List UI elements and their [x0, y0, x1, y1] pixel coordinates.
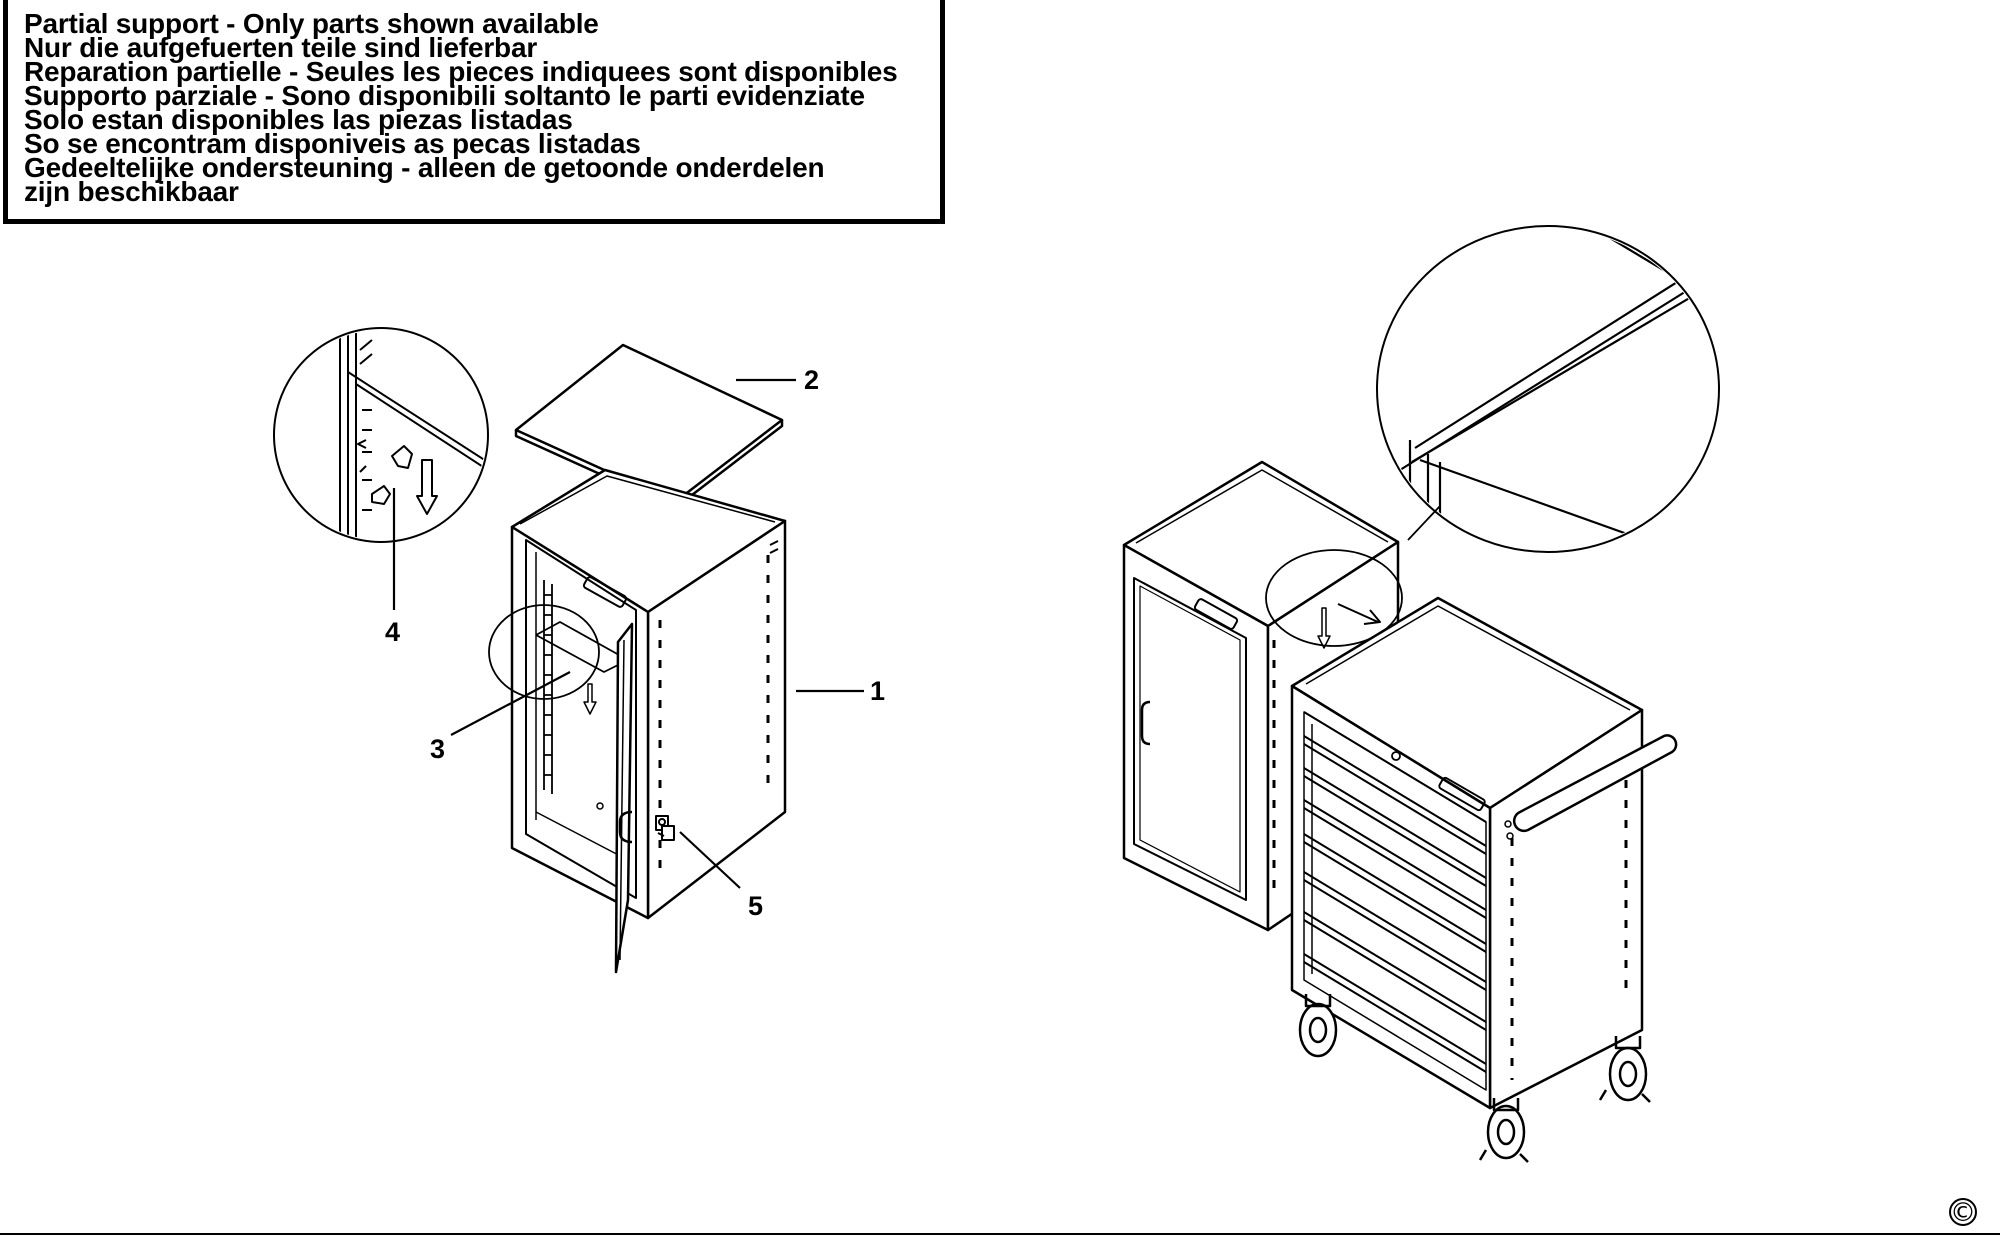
- callout-part-5: 5: [748, 891, 763, 921]
- partial-support-notice: Partial support - Only parts shown avail…: [3, 0, 945, 224]
- callout-part-1: 1: [870, 676, 885, 706]
- trolley-casters: [1298, 994, 1651, 1163]
- detail-circle-small: [488, 604, 600, 700]
- notice-line-portuguese: So se encontram disponiveis as pecas lis…: [24, 128, 641, 159]
- callout-part-4: 4: [385, 617, 400, 647]
- side-cabinet-exploded-view: [273, 327, 864, 974]
- notice-line-dutch: Gedeeltelijke ondersteuning - alleen de …: [24, 152, 825, 183]
- notice-line-italian: Supporto parziale - Sono disponibili sol…: [24, 80, 865, 111]
- copyright-mark: ©: [1949, 1198, 1977, 1228]
- bottom-border-line: [0, 1233, 2000, 1235]
- magnified-detail-shelf-clip: [273, 327, 489, 543]
- lock-part: [655, 815, 675, 841]
- cabinet-door: [614, 622, 634, 974]
- side-panel-holes: [658, 555, 770, 870]
- door-handle: [618, 810, 633, 844]
- trolley-side-handle: [1512, 734, 1678, 833]
- copyright-symbol: ©: [1950, 1198, 1976, 1228]
- notice-line-spanish: Solo estan disponibles las piezas listad…: [24, 104, 573, 135]
- brand-plate: [582, 576, 628, 608]
- trolley-drawers: [1303, 711, 1487, 1073]
- notice-line-german: Nur die aufgefuerten teile sind lieferba…: [24, 32, 538, 63]
- notice-line-french: Reparation partielle - Seules les pieces…: [24, 56, 898, 87]
- notice-line-english: Partial support - Only parts shown avail…: [24, 8, 599, 39]
- callout-part-3: 3: [430, 734, 445, 764]
- assembled-cabinet-and-trolley: [1122, 225, 1720, 1163]
- magnified-detail-top-edge: [1376, 225, 1720, 553]
- leader-lines-left: [392, 378, 864, 889]
- notice-line-dutch-continued: zijn beschikbaar: [24, 176, 239, 207]
- callout-part-2: 2: [804, 365, 819, 395]
